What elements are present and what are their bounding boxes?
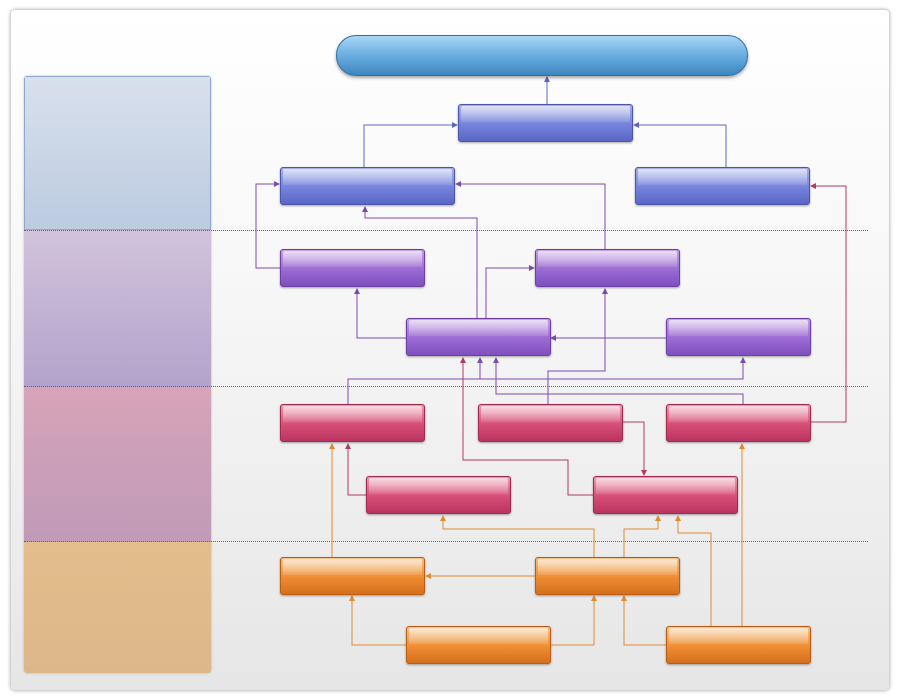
connector xyxy=(493,357,744,404)
node-c4[interactable] xyxy=(366,476,511,514)
node-o2[interactable] xyxy=(535,557,680,595)
connector xyxy=(440,515,595,557)
lane-2 xyxy=(24,230,211,387)
lane-1 xyxy=(24,76,211,230)
connector xyxy=(347,357,746,404)
lane-divider xyxy=(24,230,868,231)
node-c5[interactable] xyxy=(593,476,738,514)
node-o3[interactable] xyxy=(406,626,551,664)
connector xyxy=(810,183,847,423)
connector xyxy=(485,265,535,318)
connector xyxy=(550,595,597,646)
connector xyxy=(621,595,666,646)
connector xyxy=(547,288,608,404)
lane-3 xyxy=(24,387,211,542)
connector xyxy=(675,515,712,626)
top-node[interactable] xyxy=(336,35,748,76)
connector xyxy=(363,122,458,167)
connector xyxy=(460,357,594,496)
node-b1[interactable] xyxy=(458,104,633,142)
node-p4[interactable] xyxy=(666,318,811,356)
node-b3[interactable] xyxy=(635,167,810,205)
lane-divider xyxy=(24,386,868,387)
node-c3[interactable] xyxy=(666,404,811,442)
connector xyxy=(349,595,406,646)
connector xyxy=(633,122,727,167)
lane-divider xyxy=(24,541,868,542)
node-o1[interactable] xyxy=(280,557,425,595)
lane-4 xyxy=(24,542,211,673)
connector xyxy=(623,515,661,557)
node-p1[interactable] xyxy=(280,249,425,287)
node-c2[interactable] xyxy=(478,404,623,442)
connector xyxy=(354,288,407,339)
node-b2[interactable] xyxy=(280,167,455,205)
node-p2[interactable] xyxy=(535,249,680,287)
node-p3[interactable] xyxy=(406,318,551,356)
connector xyxy=(622,421,647,476)
connector xyxy=(455,181,606,249)
lane-panel xyxy=(24,76,211,673)
connector xyxy=(362,206,478,318)
connector xyxy=(255,181,281,269)
connector xyxy=(345,443,366,496)
node-o4[interactable] xyxy=(666,626,811,664)
node-c1[interactable] xyxy=(280,404,425,442)
